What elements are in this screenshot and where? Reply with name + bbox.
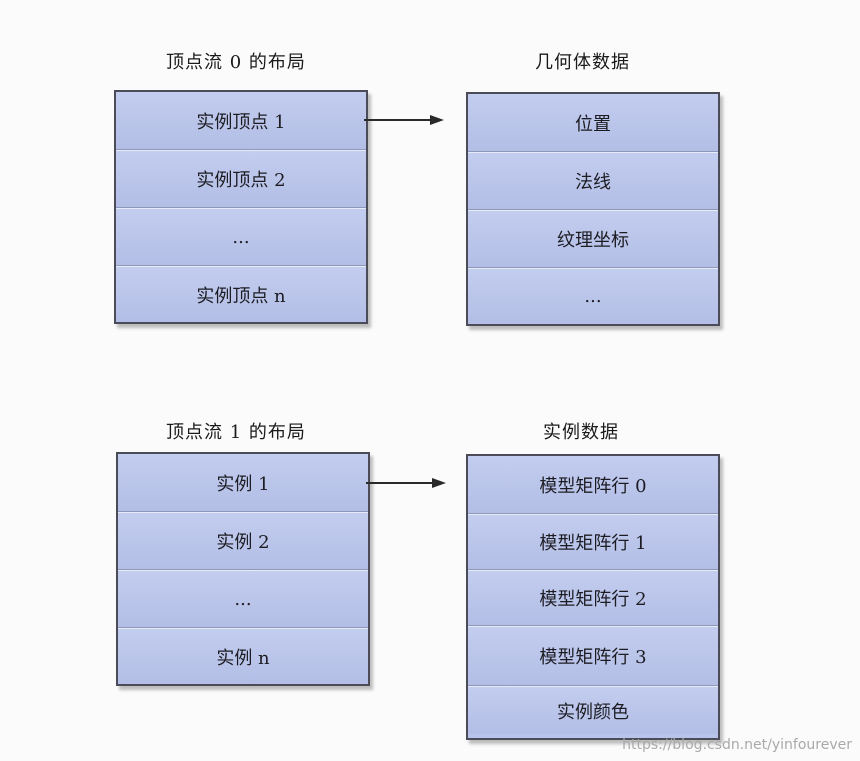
stream0-layout-box: 实例顶点 1 实例顶点 2 ... 实例顶点 n <box>114 90 368 324</box>
stream1-cell: 实例 2 <box>118 512 368 570</box>
geometry-data-title: 几何体数据 <box>535 52 630 73</box>
geometry-cell: 位置 <box>468 94 718 152</box>
stream0-cell: 实例顶点 1 <box>116 92 366 150</box>
watermark-url: https://blog.csdn.net/yinfourever <box>622 737 852 753</box>
geometry-data-box: 位置 法线 纹理坐标 ... <box>466 92 720 326</box>
stream0-cell: 实例顶点 2 <box>116 150 366 208</box>
instance-cell: 实例颜色 <box>468 686 718 734</box>
instance-cell: 模型矩阵行 1 <box>468 514 718 570</box>
stream1-layout-title: 顶点流 1 的布局 <box>166 422 306 443</box>
stream0-cell: ... <box>116 208 366 266</box>
instance-data-box: 模型矩阵行 0 模型矩阵行 1 模型矩阵行 2 模型矩阵行 3 实例颜色 <box>466 454 720 740</box>
instance-cell: 模型矩阵行 0 <box>468 456 718 514</box>
arrow-icon <box>366 478 446 488</box>
stream1-cell: 实例 1 <box>118 454 368 512</box>
instance-cell: 模型矩阵行 3 <box>468 626 718 686</box>
geometry-cell: ... <box>468 268 718 324</box>
stream0-layout-title: 顶点流 0 的布局 <box>166 52 306 73</box>
instance-cell: 模型矩阵行 2 <box>468 570 718 626</box>
geometry-cell: 法线 <box>468 152 718 210</box>
geometry-cell: 纹理坐标 <box>468 210 718 268</box>
stream1-cell: ... <box>118 570 368 628</box>
stream0-cell: 实例顶点 n <box>116 266 366 322</box>
stream1-layout-box: 实例 1 实例 2 ... 实例 n <box>116 452 370 686</box>
arrow-icon <box>364 115 444 125</box>
instance-data-title: 实例数据 <box>543 422 619 443</box>
stream1-cell: 实例 n <box>118 628 368 684</box>
